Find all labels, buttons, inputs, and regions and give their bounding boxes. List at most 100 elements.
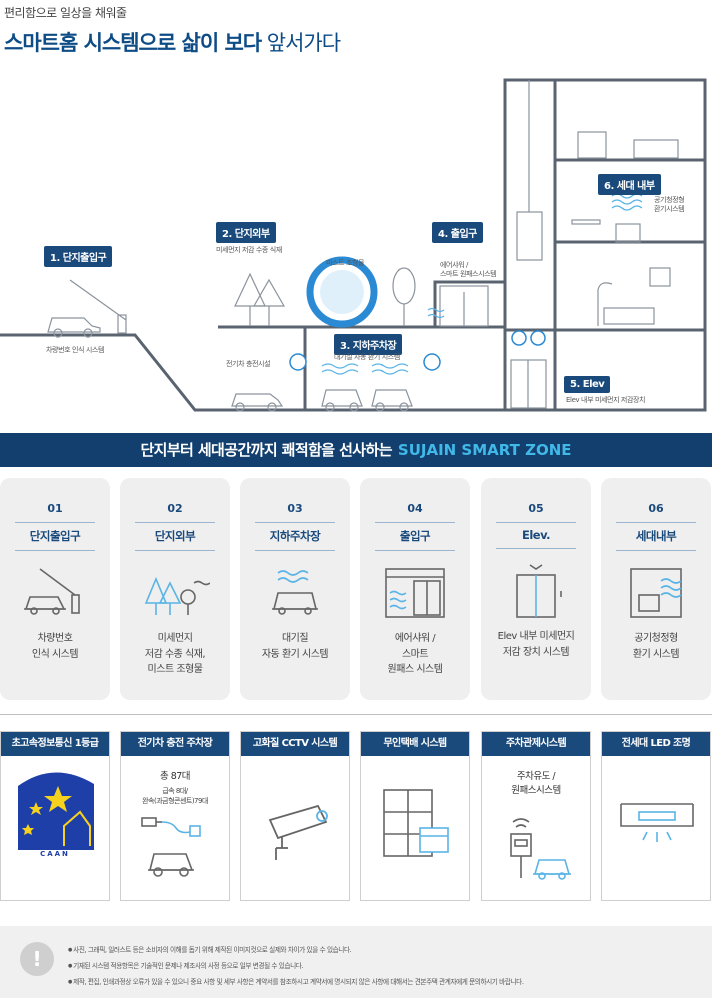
zone-desc-line: Elev 내부 미세먼지 (497, 631, 575, 642)
zone-desc: 차량번호 인식 시스템 (0, 631, 110, 662)
zone-desc-line: 저감 장치 시스템 (502, 646, 570, 658)
caption-purifier-line1: 공기청정형 (654, 196, 685, 204)
feature-delivery: 무인택배 시스템 (360, 731, 470, 901)
zone-number: 06 (648, 502, 664, 515)
feature-title: 주차관제시스템 (482, 732, 590, 756)
feature-title: 전세대 LED 조명 (602, 732, 710, 756)
home-ventilation-icon (630, 568, 682, 618)
zone-desc: 미세먼지 저감 수종 식재, 미스트 조형물 (120, 631, 230, 678)
cctv-camera-icon (268, 804, 328, 860)
parking-control-icon (510, 818, 571, 880)
barrier-car-icon (24, 568, 80, 615)
zone-card-unit: 06 세대내부 공기청정형 환기 시스템 (601, 478, 711, 700)
disclaimer-item: 제작, 편집, 인쇄과정상 오류가 있을 수 있으니 중요 사항 및 세부 사항… (68, 974, 524, 990)
feature-title: 초고속정보통신 1등급 (1, 732, 109, 756)
disclaimer-notice: ! 사진, 그래픽, 일러스트 등은 소비자의 이해를 돕기 위해 제작된 이미… (0, 926, 712, 998)
feature-cctv: 고화질 CCTV 시스템 (240, 731, 350, 901)
feature-text: 완속(과금형콘센트)79대 (142, 797, 208, 805)
banner-text: 단지부터 세대공간까지 쾌적함을 선사하는 (140, 441, 392, 459)
led-light-icon (620, 803, 694, 842)
zone-desc-line: 자동 환기 시스템 (261, 648, 329, 660)
information-grade-logo-icon (14, 766, 98, 862)
disclaimer-item: 기재된 시스템 적용항목은 기술적인 문제나 제조사의 사정 등으로 일부 변경… (68, 958, 524, 974)
zone-desc-line: 환기 시스템 (632, 648, 680, 660)
page-title-light: 앞서가다 (266, 31, 341, 55)
caption-air-shower-line1: 에어샤워 / (440, 261, 468, 269)
zone-card-elev: 05 Elev. Elev 내부 미세먼지 저감 장치 시스템 (481, 478, 591, 700)
zone-title: 출입구 (375, 522, 455, 551)
zone-card-exterior: 02 단지외부 미세먼지 저감 수종 식재, 미스트 조형물 (120, 478, 230, 700)
disclaimer-list: 사진, 그래픽, 일러스트 등은 소비자의 이해를 돕기 위해 제작된 이미지컷… (68, 942, 524, 990)
page-subtitle: 편리함으로 일상을 채워줄 (4, 6, 127, 20)
zone-desc-line: 미세먼지 (157, 633, 193, 644)
zone-desc-line: 원패스 시스템 (387, 664, 443, 675)
zone-desc-line: 공기청정형 (634, 633, 678, 644)
tag-doorway: 4. 출입구 (432, 222, 483, 243)
zone-desc-line: 스마트 (401, 648, 429, 660)
feature-boxes: 초고속정보통신 1등급 CAAN 전기차 충전 주차장 총 87대 급속 8대/… (0, 731, 712, 911)
zone-desc-line: 대기질 (281, 633, 309, 644)
feature-text: 급속 8대/ (162, 787, 188, 795)
tag-unit: 6. 세대 내부 (598, 174, 661, 195)
feature-text: 총 87대 (159, 771, 191, 782)
page-title: 스마트홈 시스템으로 삶이 보다 앞서가다 (4, 27, 341, 57)
caption-air-shower: 에어샤워 / 스마트 원패스시스템 (440, 261, 497, 280)
feature-title: 전기차 충전 주차장 (121, 732, 229, 756)
elevator-icon (516, 564, 562, 618)
feature-led: 전세대 LED 조명 (601, 731, 711, 901)
zone-card-entrance: 01 단지출입구 차량번호 인식 시스템 (0, 478, 110, 700)
zone-desc-line: 차량번호 (37, 633, 73, 644)
caption-air-shower-line2: 스마트 원패스시스템 (440, 270, 497, 279)
zone-number: 05 (528, 502, 544, 515)
caption-plate: 차량번호 인식 시스템 (46, 346, 105, 354)
zone-desc: 공기청정형 환기 시스템 (601, 631, 711, 662)
zone-card-parking: 03 지하주차장 대기질 자동 환기 시스템 (240, 478, 350, 700)
building-cross-section (0, 78, 707, 412)
zone-desc-line: 저감 수종 식재, (144, 648, 206, 660)
zone-title: 단지출입구 (15, 522, 95, 551)
feature-ev-parking: 전기차 충전 주차장 총 87대 급속 8대/ 완속(과금형콘센트)79대 (120, 731, 230, 901)
feature-logo-text: CAAN (40, 850, 70, 858)
tree-mist-icon (144, 576, 210, 615)
exclamation-icon: ! (20, 942, 54, 976)
zone-cards: 01 단지출입구 차량번호 인식 시스템 02 단지외부 미세먼지 저감 수종 … (0, 478, 712, 703)
zone-desc: Elev 내부 미세먼지 저감 장치 시스템 (481, 629, 591, 660)
tag-exterior: 2. 단지외부 (216, 222, 276, 243)
smart-zone-banner: 단지부터 세대공간까지 쾌적함을 선사하는 SUJAIN SMART ZONE (0, 433, 712, 467)
zone-card-doorway: 04 출입구 에어샤워 / 스마트 원패스 시스템 (360, 478, 470, 700)
zone-desc-line: 에어샤워 / (394, 633, 436, 644)
air-shower-door-icon (385, 568, 445, 618)
zone-title: Elev. (496, 522, 576, 549)
feature-text: 주차유도 / (516, 771, 556, 782)
smart-zone-illustration: 1. 단지출입구 2. 단지외부 3. 지하주차장 4. 출입구 5. Elev… (0, 60, 712, 432)
feature-network: 초고속정보통신 1등급 CAAN (0, 731, 110, 901)
caption-vent: 대기질 자동 환기 시스템 (334, 353, 400, 361)
feature-title: 고화질 CCTV 시스템 (241, 732, 349, 756)
caption-purifier: 공기청정형 환기시스템 (654, 196, 685, 215)
zone-title: 지하주차장 (255, 522, 335, 551)
caption-dust: 미세먼지 저감 수종 식재 (216, 246, 282, 254)
disclaimer-item: 사진, 그래픽, 일러스트 등은 소비자의 이해를 돕기 위해 제작된 이미지컷… (68, 942, 524, 958)
tag-elev: 5. Elev (564, 376, 611, 393)
zone-number: 04 (407, 502, 423, 515)
caption-purifier-line2: 환기시스템 (654, 205, 685, 214)
zone-desc-line: 미스트 조형물 (147, 664, 203, 675)
tag-entrance: 1. 단지출입구 (44, 246, 113, 267)
caption-ev: 전기차 충전시설 (226, 360, 271, 368)
page-title-bold: 스마트홈 시스템으로 삶이 보다 (4, 31, 262, 55)
ev-charger-icon (141, 817, 201, 877)
feature-parking-control: 주차관제시스템 주차유도 / 원패스시스템 (481, 731, 591, 901)
zone-title: 세대내부 (616, 522, 696, 551)
zone-number: 01 (47, 502, 63, 515)
zone-title: 단지외부 (135, 522, 215, 551)
tag-parking: 3. 지하주차장 (334, 334, 403, 355)
zone-desc-line: 인식 시스템 (31, 648, 79, 660)
banner-accent: SUJAIN SMART ZONE (397, 441, 572, 459)
caption-elev-dust: Elev 내부 미세먼지 저감장치 (566, 396, 646, 404)
feature-title: 무인택배 시스템 (361, 732, 469, 756)
zone-number: 03 (287, 502, 303, 515)
zone-desc: 대기질 자동 환기 시스템 (240, 631, 350, 662)
caption-mist: 미스트 조형물 (326, 259, 365, 267)
zone-number: 02 (167, 502, 183, 515)
page-header: 편리함으로 일상을 채워줄 스마트홈 시스템으로 삶이 보다 앞서가다 (4, 4, 341, 57)
